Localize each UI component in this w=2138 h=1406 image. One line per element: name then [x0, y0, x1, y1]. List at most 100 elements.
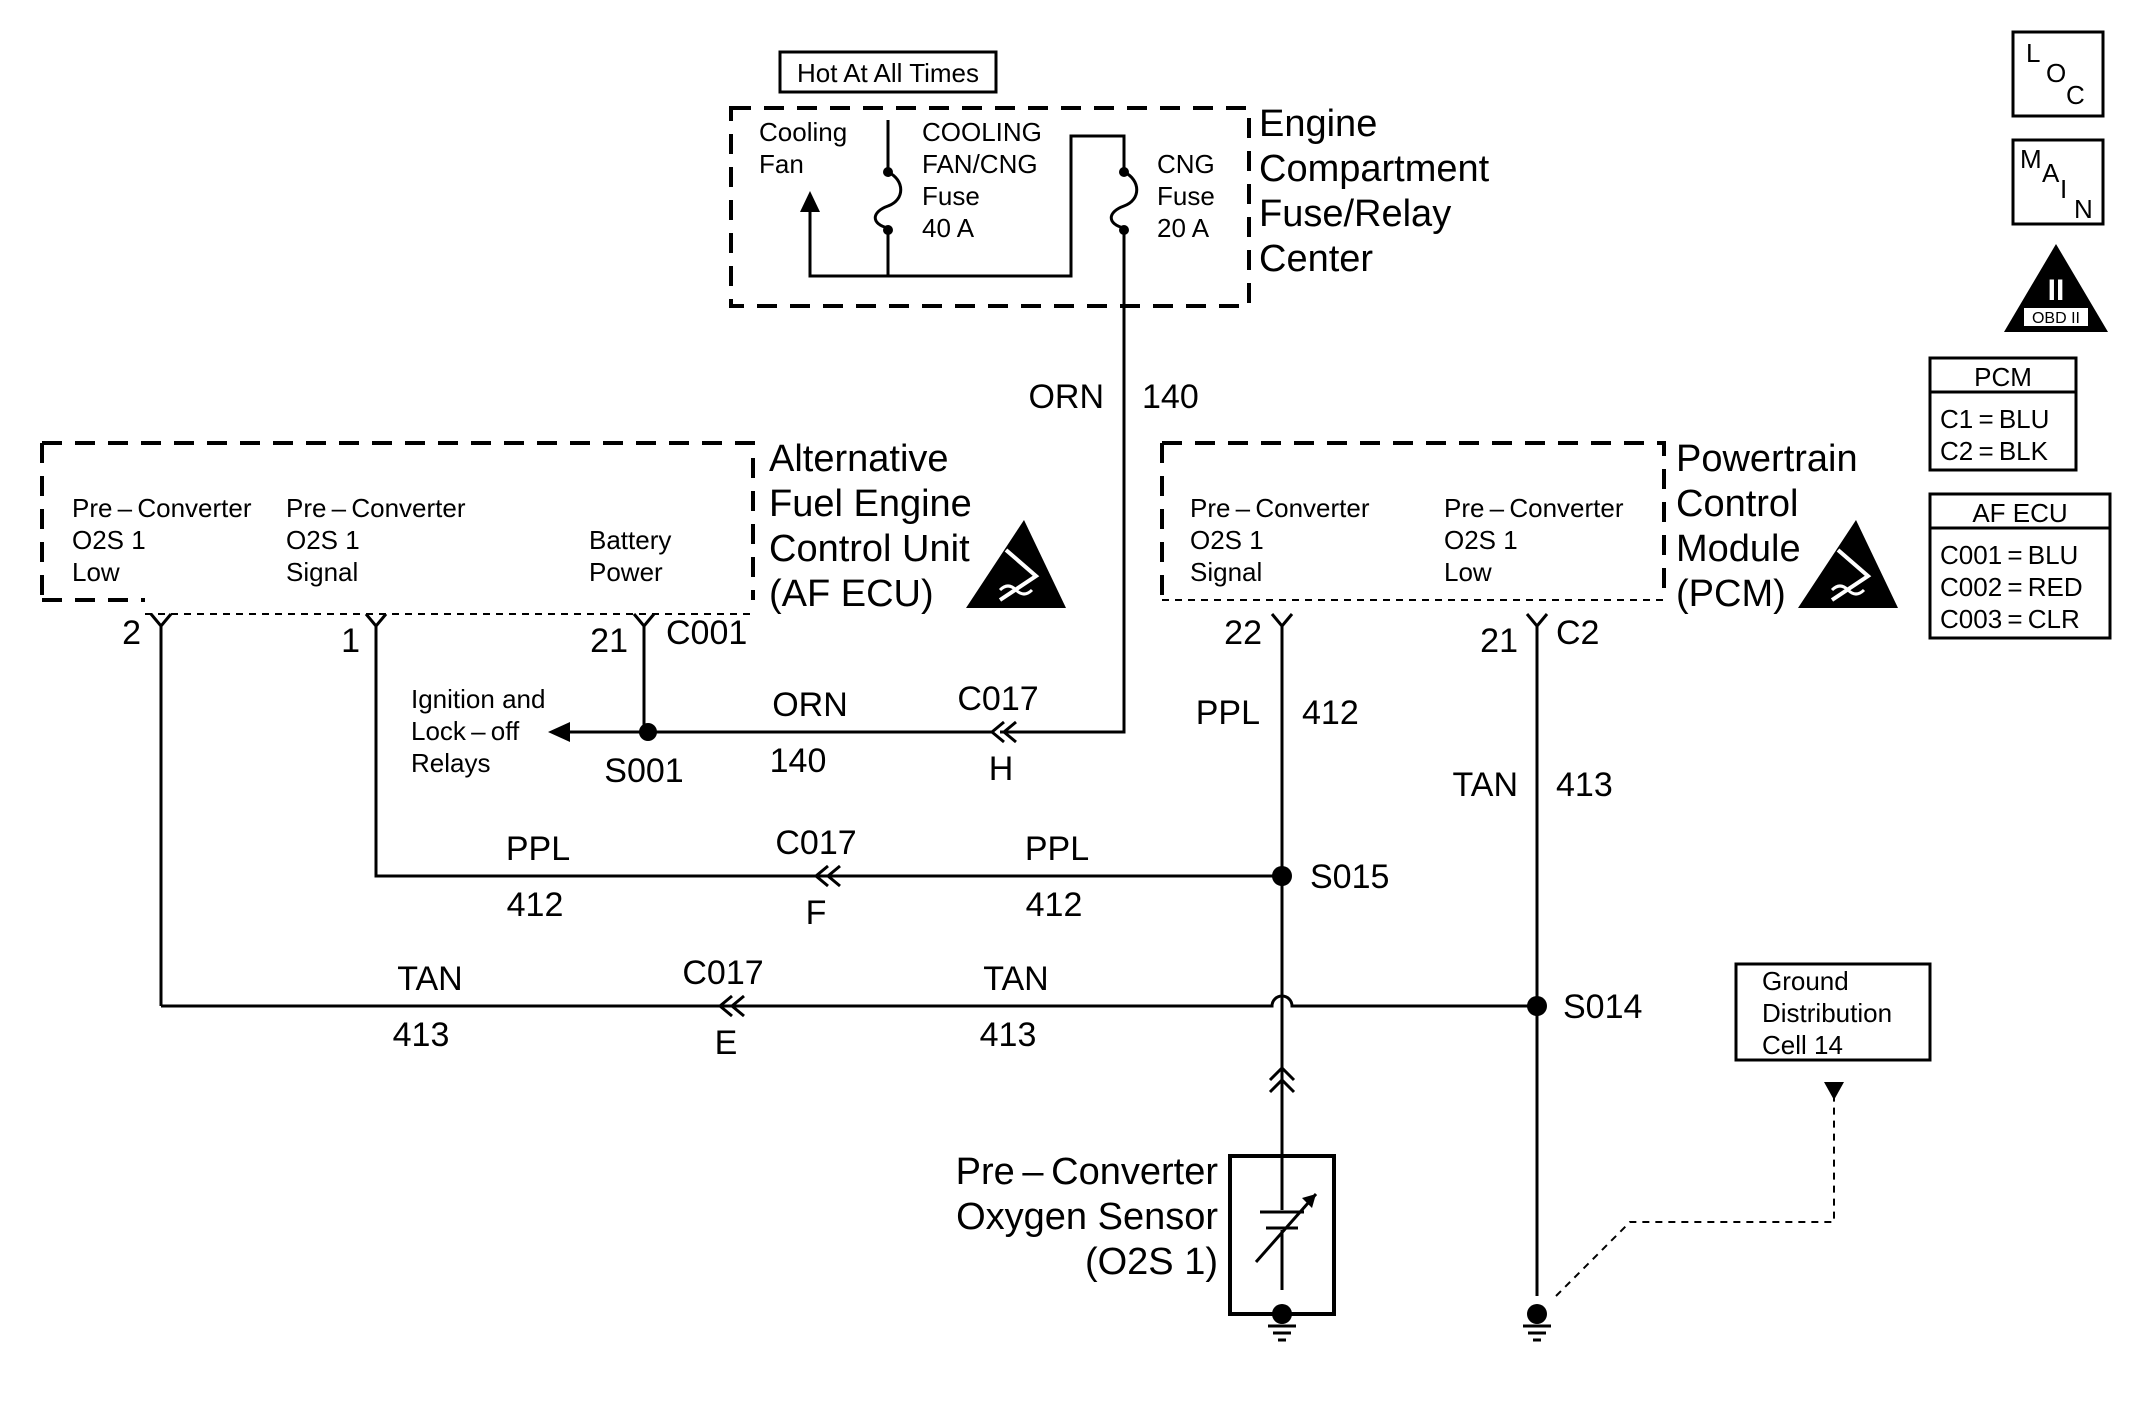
svg-text:C003 = CLR: C003 = CLR — [1940, 604, 2080, 634]
svg-text:Center: Center — [1259, 238, 1373, 280]
svg-text:TAN: TAN — [1453, 766, 1518, 804]
svg-text:FAN/CNG: FAN/CNG — [922, 149, 1038, 179]
svg-text:Fan: Fan — [759, 149, 804, 179]
svg-text:O2S 1: O2S 1 — [72, 525, 146, 555]
c017-e-connector: C017 E — [682, 954, 763, 1062]
svg-text:Pre – Converter: Pre – Converter — [286, 493, 466, 523]
svg-text:Engine: Engine — [1259, 103, 1377, 145]
pcm-pin-21: 21 — [1480, 622, 1518, 660]
svg-text:O: O — [2046, 58, 2066, 88]
pcm-module: Powertrain Control Module (PCM) Pre – Co… — [1160, 438, 1898, 1296]
svg-text:Ignition and: Ignition and — [411, 684, 545, 714]
c017-f-connector: C017 F — [775, 824, 856, 932]
af-ecu-pin-1: 1 — [341, 622, 360, 660]
pcm-pin-low-label: Pre – Converter O2S 1 Low — [1444, 493, 1624, 587]
afecu-connector-legend: AF ECU C001 = BLU C002 = RED C003 = CLR — [1928, 492, 2112, 640]
cooling-fan-label: Cooling Fan — [759, 117, 847, 179]
ground-distribution-arrow-icon — [1824, 1082, 1844, 1100]
cooling-fan-fuse-icon — [873, 120, 903, 276]
svg-text:(AF ECU): (AF ECU) — [769, 573, 934, 615]
oxygen-sensor — [1228, 1065, 1336, 1342]
svg-text:Compartment: Compartment — [1259, 148, 1490, 190]
svg-text:Control: Control — [1676, 483, 1799, 525]
pcm-tan-wire-label: TAN 413 — [1453, 766, 1613, 804]
svg-text:Module: Module — [1676, 528, 1801, 570]
svg-text:L: L — [2026, 38, 2040, 68]
svg-text:Fuse: Fuse — [922, 181, 980, 211]
main-icon: M A I N — [2011, 138, 2105, 226]
svg-text:C017: C017 — [957, 680, 1038, 718]
svg-text:Alternative: Alternative — [769, 438, 949, 480]
cooling-fan-arrow-icon — [800, 191, 820, 212]
esd-warning-icon — [1798, 520, 1898, 608]
tan-wire-label-right: TAN 413 — [980, 960, 1049, 1054]
svg-text:Pre – Converter: Pre – Converter — [1190, 493, 1370, 523]
splice-s001-label: S001 — [604, 752, 683, 790]
pcm-ppl-wire-label: PPL 412 — [1196, 694, 1359, 732]
svg-text:413: 413 — [980, 1016, 1037, 1054]
pcm-pin-22: 22 — [1224, 614, 1262, 652]
svg-text:Relays: Relays — [411, 748, 490, 778]
svg-text:Ground: Ground — [1762, 966, 1849, 996]
pcm-connector-legend: PCM C1 = BLU C2 = BLK — [1928, 356, 2078, 472]
svg-text:C017: C017 — [682, 954, 763, 992]
svg-text:I: I — [2060, 174, 2067, 204]
svg-text:O2S 1: O2S 1 — [1190, 525, 1264, 555]
svg-text:413: 413 — [393, 1016, 450, 1054]
svg-text:Pre – Converter: Pre – Converter — [956, 1151, 1219, 1193]
pcm-pin-signal-label: Pre – Converter O2S 1 Signal — [1190, 493, 1370, 587]
splice-s014-label: S014 — [1563, 988, 1642, 1026]
fuse-relay-center: Engine Compartment Fuse/Relay Center Coo… — [729, 103, 1490, 308]
feed-wire-label: ORN 140 — [1028, 378, 1198, 416]
loc-icon: L O C — [2011, 30, 2105, 118]
svg-text:CNG: CNG — [1157, 149, 1215, 179]
cng-fuse-label: CNG Fuse 20 A — [1157, 149, 1215, 243]
svg-text:Power: Power — [589, 557, 663, 587]
pcm-connector: C2 — [1556, 614, 1599, 652]
svg-text:TAN: TAN — [983, 960, 1048, 998]
svg-text:PPL: PPL — [1196, 694, 1260, 732]
svg-text:Signal: Signal — [1190, 557, 1262, 587]
pcm-title: Powertrain Control Module (PCM) — [1676, 438, 1858, 615]
svg-text:Pre – Converter: Pre – Converter — [1444, 493, 1624, 523]
c017-h-connector: C017 H — [957, 680, 1038, 788]
svg-text:Pre – Converter: Pre – Converter — [72, 493, 252, 523]
svg-text:Distribution: Distribution — [1762, 998, 1892, 1028]
svg-text:Low: Low — [72, 557, 120, 587]
svg-text:20 A: 20 A — [1157, 213, 1210, 243]
svg-text:N: N — [2074, 194, 2093, 224]
ground-distribution-box: Ground Distribution Cell 14 — [1734, 962, 1932, 1062]
relays-arrow-icon — [548, 722, 570, 742]
svg-text:F: F — [806, 894, 827, 932]
svg-text:Signal: Signal — [286, 557, 358, 587]
svg-text:140: 140 — [1142, 378, 1199, 416]
svg-text:M: M — [2020, 144, 2042, 174]
svg-text:A: A — [2042, 158, 2060, 188]
svg-text:O2S 1: O2S 1 — [1444, 525, 1518, 555]
svg-text:PPL: PPL — [1025, 830, 1089, 868]
tan-wire-label-left: TAN 413 — [393, 960, 463, 1054]
af-ecu-connector: C001 — [666, 614, 747, 652]
svg-text:(O2S 1): (O2S 1) — [1085, 1241, 1218, 1283]
svg-text:C002 = RED: C002 = RED — [1940, 572, 2083, 602]
svg-text:AF ECU: AF ECU — [1972, 498, 2067, 528]
svg-text:ORN: ORN — [772, 686, 848, 724]
af-ecu-pin-21: 21 — [590, 622, 628, 660]
svg-text:Hot At All Times: Hot At All Times — [797, 58, 979, 88]
svg-text:Low: Low — [1444, 557, 1492, 587]
svg-text:E: E — [715, 1024, 738, 1062]
svg-text:PCM: PCM — [1974, 362, 2032, 392]
svg-text:Cooling: Cooling — [759, 117, 847, 147]
svg-text:TAN: TAN — [397, 960, 462, 998]
svg-text:(PCM): (PCM) — [1676, 573, 1786, 615]
svg-text:Fuse: Fuse — [1157, 181, 1215, 211]
svg-text:Fuse/Relay: Fuse/Relay — [1259, 193, 1451, 235]
svg-text:Oxygen Sensor: Oxygen Sensor — [956, 1196, 1218, 1238]
svg-text:C2 = BLK: C2 = BLK — [1940, 436, 2049, 466]
svg-text:II: II — [2048, 274, 2065, 307]
fuse-center-title: Engine Compartment Fuse/Relay Center — [1259, 103, 1490, 280]
svg-text:OBD II: OBD II — [2032, 310, 2080, 327]
svg-text:Powertrain: Powertrain — [1676, 438, 1858, 480]
